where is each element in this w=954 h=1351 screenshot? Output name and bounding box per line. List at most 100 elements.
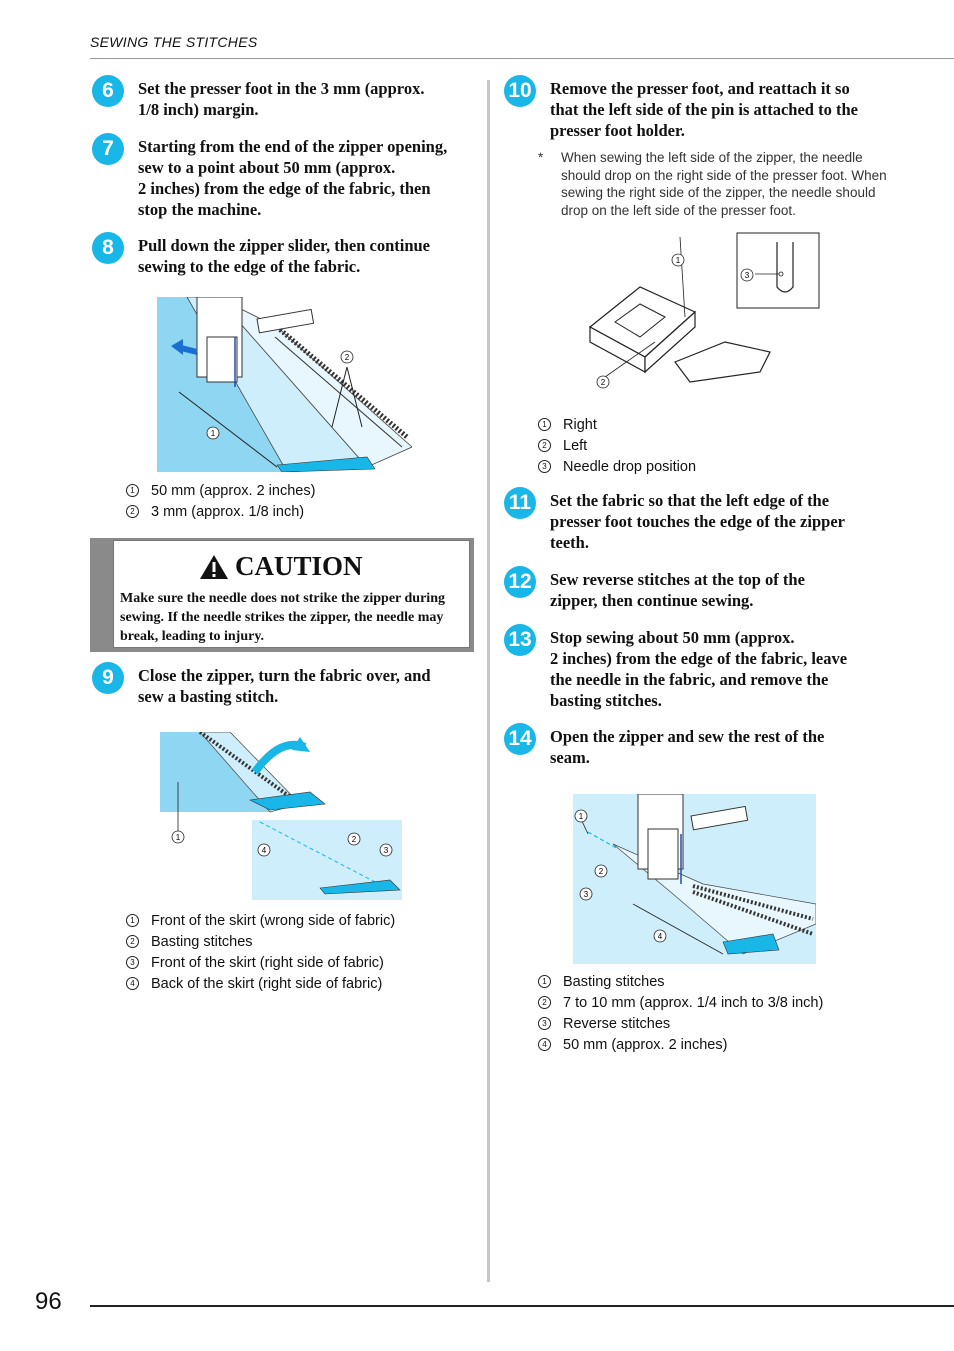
callout-marker: 1 (538, 975, 551, 988)
legend-item: 2 3 mm (approx. 1/8 inch) (126, 501, 315, 522)
caution-text: Make sure the needle does not strike the… (120, 591, 445, 644)
presser-foot-illustration: 1 2 3 (588, 232, 820, 389)
callout-2-label: 2 (601, 378, 606, 387)
legend-label: Reverse stitches (563, 1015, 671, 1032)
legend-item: 2 7 to 10 mm (approx. 1/4 inch to 3/8 inc… (538, 992, 823, 1013)
step-12: 12 Sew reverse stitches at the top of th… (504, 566, 894, 611)
legend-item: 3 Needle drop position (538, 456, 696, 477)
legend-item: 1 Front of the skirt (wrong side of fabri… (126, 910, 395, 931)
step-text: Set the presser foot in the 3 mm (approx… (138, 79, 425, 119)
callout-marker: 3 (538, 1017, 551, 1030)
callout-marker: 3 (126, 956, 139, 969)
note-text: When sewing the left side of the zipper,… (561, 150, 887, 218)
legend-label: Front of the skirt (wrong side of fabric… (151, 912, 396, 929)
callout-marker: 1 (538, 418, 551, 431)
legend-label: Back of the skirt (right side of fabric) (151, 975, 383, 992)
legend-item: 3 Reverse stitches (538, 1013, 823, 1034)
legend-item: 1 Basting stitches (538, 971, 823, 992)
step-11: 11 Set the fabric so that the left edge … (504, 487, 894, 553)
callout-marker: 2 (538, 439, 551, 452)
step-number: 12 (504, 566, 536, 598)
callout-marker: 4 (126, 977, 139, 990)
callout-4-label: 4 (262, 846, 267, 855)
callout-marker: 2 (126, 935, 139, 948)
page-header: SEWING THE STITCHES (90, 34, 258, 50)
page-number: 96 (35, 1288, 62, 1315)
step-14: 14 Open the zipper and sew the rest of t… (504, 723, 894, 768)
caution-box: CAUTION Make sure the needle does not st… (90, 538, 474, 652)
step-text: Close the zipper, turn the fabric over, … (138, 666, 431, 706)
legend-item: 2 Left (538, 435, 696, 456)
basting-stitch-illustration: 1 4 2 3 (160, 732, 402, 900)
legend-item: 1 Right (538, 414, 696, 435)
step-number: 9 (92, 662, 124, 694)
step-text: Sew reverse stitches at the top of the z… (550, 570, 805, 610)
caution-heading: CAUTION (199, 551, 363, 582)
step-number: 6 (92, 75, 124, 107)
callout-marker: 1 (126, 914, 139, 927)
legend-item: 1 50 mm (approx. 2 inches) (126, 480, 315, 501)
step-6: 6 Set the presser foot in the 3 mm (appr… (92, 75, 477, 120)
warning-triangle-icon (200, 554, 228, 579)
callout-2-label: 2 (345, 353, 350, 362)
step-number: 8 (92, 232, 124, 264)
callout-2 (340, 350, 354, 364)
callout-marker: 2 (126, 505, 139, 518)
legend-label: Needle drop position (563, 458, 697, 475)
callout-3-label: 3 (745, 271, 750, 280)
callout-4-label: 4 (658, 932, 663, 941)
step-9: 9 Close the zipper, turn the fabric over… (92, 662, 477, 707)
callout-2-label: 2 (352, 835, 357, 844)
step-number: 10 (504, 75, 536, 107)
note: * When sewing the left side of the zippe… (538, 149, 888, 219)
column-divider (487, 80, 490, 1282)
legend-label: Front of the skirt (right side of fabric… (151, 954, 384, 971)
callout-1-label: 1 (676, 256, 681, 265)
callout-1-label: 1 (176, 833, 181, 842)
legend-label: Basting stitches (563, 973, 665, 990)
step-text: Open the zipper and sew the rest of the … (550, 727, 825, 767)
callout-1-label: 1 (211, 429, 216, 438)
callout-marker: 4 (538, 1038, 551, 1051)
step-8: 8 Pull down the zipper slider, then cont… (92, 232, 477, 277)
legend-label: 7 to 10 mm (approx. 1/4 inch to 3/8 inch… (563, 994, 824, 1011)
legend-item: 3 Front of the skirt (right side of fabri… (126, 952, 395, 973)
callout-3-label: 3 (584, 890, 589, 899)
step-7: 7 Starting from the end of the zipper op… (92, 133, 477, 220)
step-text: Pull down the zipper slider, then contin… (138, 236, 430, 276)
legend-item: 4 Back of the skirt (right side of fabric… (126, 973, 395, 994)
zipper-sewing-illustration: 1 2 (157, 297, 412, 472)
step-number: 13 (504, 624, 536, 656)
step-13: 13 Stop sewing about 50 mm (approx. 2 in… (504, 624, 894, 711)
step-number: 11 (504, 487, 536, 519)
callout-1 (206, 426, 220, 440)
legend-step-9: 1 Front of the skirt (wrong side of fabri… (126, 910, 395, 994)
step-text: Starting from the end of the zipper open… (138, 137, 448, 219)
callout-marker: 2 (538, 996, 551, 1009)
step-text: Set the fabric so that the left edge of … (550, 491, 845, 552)
step-number: 7 (92, 133, 124, 165)
legend-item: 4 50 mm (approx. 2 inches) (538, 1034, 823, 1055)
legend-label: 3 mm (approx. 1/8 inch) (151, 503, 305, 520)
legend-step-14: 1 Basting stitches 2 7 to 10 mm (approx. 1… (538, 971, 823, 1055)
legend-label: Right (563, 416, 597, 433)
step-number: 14 (504, 723, 536, 755)
legend-step-8: 1 50 mm (approx. 2 inches) 2 3 mm (approx.… (126, 480, 315, 522)
step-text: Stop sewing about 50 mm (approx. 2 inche… (550, 628, 848, 710)
note-mark: * (538, 150, 544, 165)
footer-rule (90, 1305, 954, 1307)
legend-label: 50 mm (approx. 2 inches) (151, 482, 316, 499)
step-text: Remove the presser foot, and reattach it… (550, 79, 858, 140)
callout-marker: 1 (126, 484, 139, 497)
header-rule (90, 58, 954, 59)
callout-2-label: 2 (599, 867, 604, 876)
callout-1-label: 1 (579, 812, 584, 821)
legend-item: 2 Basting stitches (126, 931, 395, 952)
legend-label: Left (563, 437, 588, 454)
step-10: 10 Remove the presser foot, and reattach… (504, 75, 894, 141)
legend-label: Basting stitches (151, 933, 253, 950)
caution-title: CAUTION (235, 551, 363, 581)
callout-marker: 3 (538, 460, 551, 473)
legend-step-10: 1 Right 2 Left 3 Needle drop position (538, 414, 696, 477)
legend-label: 50 mm (approx. 2 inches) (563, 1036, 728, 1053)
